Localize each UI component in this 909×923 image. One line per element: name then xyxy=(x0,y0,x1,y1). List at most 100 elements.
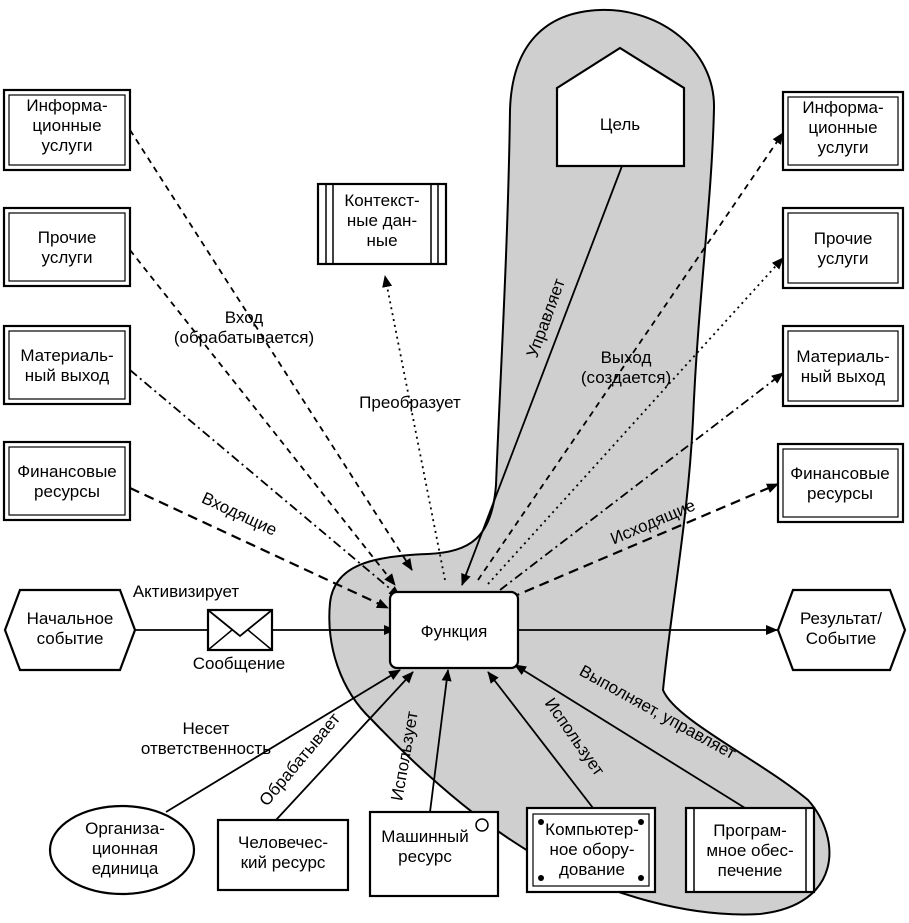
input-other-line-1: Прочие xyxy=(38,228,97,247)
org-line-2: ционная xyxy=(92,839,158,858)
input-info-line-2: ционные xyxy=(32,116,101,135)
computer-hardware-box: Компьютер-ное обору-дование xyxy=(525,806,657,894)
computer-line-3: дование xyxy=(559,860,625,879)
function-label: Функция xyxy=(421,622,488,641)
software-line-2: мное обес- xyxy=(706,841,793,860)
edge-computer xyxy=(487,671,594,809)
output-other-line-2: услуги xyxy=(818,249,869,268)
input-material-box: Материаль-ный выход xyxy=(2,324,132,406)
human-line-2: кий ресурс xyxy=(241,853,326,872)
function-box: Функция xyxy=(388,590,520,670)
machine-line-2: ресурс xyxy=(398,847,452,866)
edge-transforms xyxy=(382,275,446,581)
activates-label: Активизирует xyxy=(133,582,240,601)
svg-text:Контекст-ные дан-ные: Контекст-ные дан-ные xyxy=(344,191,419,250)
edge-finance-output xyxy=(509,482,779,600)
svg-text:Материаль-ный выход: Материаль-ный выход xyxy=(20,346,113,385)
svg-text:Материаль-ный выход: Материаль-ный выход xyxy=(796,347,889,386)
org-line-3: единица xyxy=(92,859,159,878)
goal-shape: Цель xyxy=(555,46,686,168)
output-info-line-2: ционные xyxy=(808,118,877,137)
input-material-line-1: Материаль- xyxy=(20,346,113,365)
output-finance-line-1: Финансовые xyxy=(790,464,890,483)
svg-text:Результат/Событие: Результат/Событие xyxy=(800,609,882,648)
svg-text:Компьютер-ное обору-дование: Компьютер-ное обору-дование xyxy=(545,820,639,879)
input-label-line-2: (обрабатывается) xyxy=(174,328,314,347)
output-other-line-1: Прочие xyxy=(814,229,873,248)
input-info-line-3: услуги xyxy=(42,136,93,155)
start-event-line-2: событие xyxy=(37,629,104,648)
edge-controls xyxy=(461,165,623,586)
start-event-line-1: Начальное xyxy=(27,609,114,628)
edge-material-output xyxy=(499,372,784,591)
input-finance-line-1: Финансовые xyxy=(17,462,117,481)
result-event-line-2: Событие xyxy=(806,629,876,648)
output-finance-line-2: ресурсы xyxy=(807,484,873,503)
computer-line-1: Компьютер- xyxy=(545,820,639,839)
output-material-line-2: ный выход xyxy=(801,367,885,386)
svg-text:Вход(обрабатывается): Вход(обрабатывается) xyxy=(174,308,314,347)
software-line-3: печение xyxy=(718,861,783,880)
edge-other-output xyxy=(487,257,784,585)
message-label: Сообщение xyxy=(193,654,286,673)
input-material-line-2: ный выход xyxy=(25,366,109,385)
computer-line-2: ное обору- xyxy=(549,840,634,859)
goal-label: Цель xyxy=(600,115,640,134)
input-info-line-1: Информа- xyxy=(26,96,107,115)
output-info-line-1: Информа- xyxy=(802,98,883,117)
svg-text:Выход(создается): Выход(создается) xyxy=(581,348,671,387)
context-data-box: Контекст-ные дан-ные xyxy=(316,182,448,266)
responsible-label-line-1: Несет xyxy=(183,719,230,738)
human-line-1: Человечес- xyxy=(238,833,328,852)
responsible-label-line-2: ответственность xyxy=(141,739,271,758)
output-material-line-1: Материаль- xyxy=(796,347,889,366)
edge-other-input xyxy=(129,249,396,586)
svg-text:Человечес-кий ресурс: Человечес-кий ресурс xyxy=(238,833,328,872)
input-label-line-1: Вход xyxy=(225,308,264,327)
output-info-line-3: услуги xyxy=(818,138,869,157)
envelope-icon xyxy=(206,608,274,652)
edge-machine xyxy=(429,669,452,813)
context-line-3: ные xyxy=(366,231,397,250)
context-line-2: ные дан- xyxy=(347,211,417,230)
input-other-line-2: услуги xyxy=(42,248,93,267)
edge-org xyxy=(165,669,401,813)
connections xyxy=(129,129,784,821)
result-event-line-1: Результат/ xyxy=(800,609,882,628)
output-label-line-2: (создается) xyxy=(581,368,671,387)
edge-material-input xyxy=(129,369,401,598)
input-finance-line-2: ресурсы xyxy=(34,482,100,501)
org-line-1: Организа- xyxy=(85,819,165,838)
transforms-label: Преобразует xyxy=(359,393,461,412)
edge-info-output xyxy=(477,132,784,581)
output-label-line-1: Выход xyxy=(601,348,652,367)
svg-text:Програм-мное обес-печение: Програм-мное обес-печение xyxy=(706,821,793,880)
software-box: Програм-мное обес-печение xyxy=(684,806,816,894)
result-event-shape: Результат/Событие xyxy=(776,588,907,672)
incoming-label: Входящие xyxy=(199,488,280,539)
edge-human xyxy=(275,671,414,821)
software-line-1: Програм- xyxy=(713,821,787,840)
context-line-1: Контекст- xyxy=(344,191,419,210)
machine-line-1: Машинный xyxy=(381,827,468,846)
